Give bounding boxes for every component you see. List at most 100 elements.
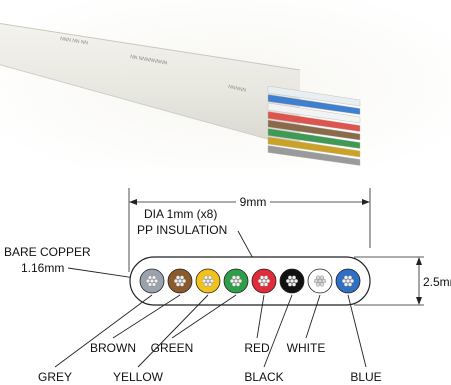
- core-label-brown: BROWN: [90, 341, 136, 355]
- height-dimension-label: 2.5mm: [423, 275, 451, 289]
- conductor-note-line1: DIA 1mm (x8): [144, 207, 217, 221]
- conductor-note-line2: PP INSULATION: [137, 223, 227, 237]
- copper-strand: [285, 278, 291, 284]
- copper-strand: [179, 275, 185, 280]
- copper-strand: [319, 275, 325, 280]
- copper-strand: [315, 282, 321, 287]
- copper-strand: [179, 282, 185, 287]
- copper-strand: [229, 278, 235, 284]
- copper-strand: [203, 282, 209, 287]
- copper-strand: [343, 275, 349, 280]
- copper-strand: [149, 278, 155, 284]
- copper-strand: [237, 278, 243, 284]
- copper-strand: [293, 278, 299, 284]
- core-leader-group: [54, 294, 367, 368]
- copper-strand: [181, 278, 187, 284]
- width-arrow-left: [129, 199, 137, 205]
- copper-strand: [321, 278, 327, 284]
- width-dimension-label: 9mm: [240, 195, 267, 209]
- copper-strand: [265, 278, 271, 284]
- bare-copper-label: BARE COPPER: [4, 245, 91, 259]
- core-group: [139, 268, 361, 294]
- core-leader-green: [171, 294, 237, 339]
- copper-strand: [233, 278, 239, 284]
- photo-wire-end: [267, 102, 361, 124]
- photo-wire-end: [267, 94, 361, 115]
- copper-strand: [347, 282, 353, 287]
- cable-sheath-outline: [129, 256, 371, 306]
- core-leader-red: [256, 294, 265, 339]
- copper-strand: [175, 275, 181, 280]
- cross-section-diagram: 9mm DIA 1mm (x8) PP INSULATION BARE COPP…: [4, 188, 451, 384]
- core-label-yellow: YELLOW: [113, 370, 164, 384]
- copper-strand: [287, 275, 293, 280]
- copper-strand: [175, 282, 181, 287]
- copper-strand: [317, 278, 323, 284]
- height-arrow-top: [416, 257, 422, 265]
- copper-strand: [345, 278, 351, 284]
- copper-strand: [313, 278, 319, 284]
- copper-strand: [347, 275, 353, 280]
- ribbon-top-edge: [0, 23, 301, 71]
- copper-strand: [291, 282, 297, 287]
- core-label-green: GREEN: [151, 341, 194, 355]
- copper-strand: [145, 278, 151, 284]
- copper-strand: [151, 275, 157, 280]
- core-label-group: GREY BROWN YELLOW GREEN RED BLACK WHITE BLUE: [38, 341, 382, 384]
- copper-strand: [259, 282, 265, 287]
- copper-strand: [235, 282, 241, 287]
- copper-strand: [201, 278, 207, 284]
- height-arrow-bottom: [416, 297, 422, 305]
- core-leader-blue: [347, 294, 367, 368]
- copper-strand: [261, 278, 267, 284]
- copper-strand: [205, 278, 211, 284]
- copper-strand: [173, 278, 179, 284]
- core-leader-white: [305, 294, 321, 339]
- copper-strand: [341, 278, 347, 284]
- copper-strand: [287, 282, 293, 287]
- core-label-grey: GREY: [38, 370, 72, 384]
- photo-wire-end: [267, 136, 361, 158]
- copper-strand: [263, 275, 269, 280]
- ribbon-cable-body: [0, 23, 300, 148]
- core-label-red: RED: [244, 341, 270, 355]
- photo-wire-end: [267, 119, 361, 141]
- core-leader-yellow: [137, 294, 209, 368]
- copper-strand: [231, 282, 237, 287]
- photo-wire-end: [267, 145, 361, 166]
- copper-strand: [259, 275, 265, 280]
- bare-copper-size: 1.16mm: [21, 261, 64, 275]
- copper-strand: [291, 275, 297, 280]
- print-mark-1: NNN NN NN: [60, 36, 89, 46]
- width-arrow-right: [362, 199, 370, 205]
- copper-strand: [263, 282, 269, 287]
- copper-strand: [207, 282, 213, 287]
- copper-strand: [207, 275, 213, 280]
- copper-strand: [289, 278, 295, 284]
- core-leader-brown: [112, 294, 181, 339]
- copper-strand: [235, 275, 241, 280]
- core-label-blue: BLUE: [350, 370, 381, 384]
- copper-strand: [147, 282, 153, 287]
- ribbon-bottom-edge: [0, 64, 301, 149]
- print-mark-3: NNNNN: [228, 84, 247, 94]
- copper-strand: [153, 278, 159, 284]
- copper-strand: [315, 275, 321, 280]
- copper-strand: [209, 278, 215, 284]
- stripped-wire-ends: [267, 85, 361, 166]
- copper-strand: [177, 278, 183, 284]
- photo-wire-end: [267, 111, 361, 132]
- copper-strand: [203, 275, 209, 280]
- copper-strand: [319, 282, 325, 287]
- core-label-black: BLACK: [244, 370, 283, 384]
- photo-wire-end: [267, 128, 361, 149]
- copper-strand: [151, 282, 157, 287]
- copper-strand: [257, 278, 263, 284]
- core-leader-black: [263, 294, 293, 368]
- copper-strand: [231, 275, 237, 280]
- copper-strand: [343, 282, 349, 287]
- copper-strand: [349, 278, 355, 284]
- core-label-white: WHITE: [287, 341, 326, 355]
